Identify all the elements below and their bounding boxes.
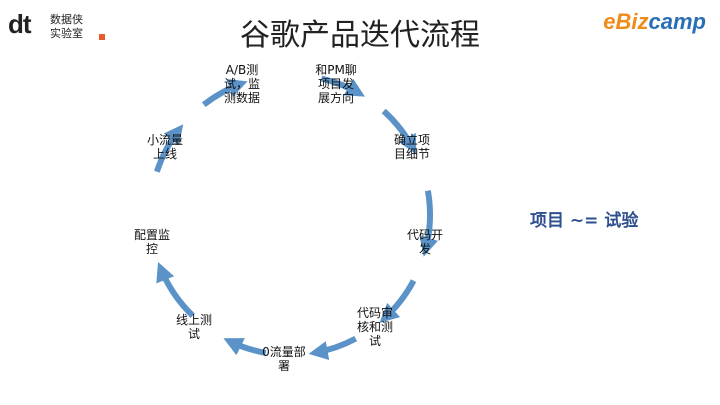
ebizcamp-logo-suffix: camp xyxy=(648,9,706,34)
cycle-arrow-6 xyxy=(223,338,267,356)
dt-logo-line2: 实验室 xyxy=(50,27,83,40)
dt-logo-mark: dt xyxy=(8,9,32,39)
cycle-arrow-8 xyxy=(154,124,184,173)
cycle-arrow-7 xyxy=(156,262,195,318)
step-ab-test: A/B测 试，监 测数据 xyxy=(223,63,260,105)
step-small-traffic-launch: 小流量 上线 xyxy=(146,133,183,161)
step-pm-discussion: 和PM聊 项目发 展方向 xyxy=(315,63,357,105)
dt-logo-line1: 数据侠 xyxy=(50,13,83,26)
step-config-monitoring: 配置监 控 xyxy=(133,228,170,256)
dt-lab-logo: dt 数据侠 实验室 xyxy=(8,10,118,46)
dt-logo-text: 数据侠 实验室 xyxy=(50,13,83,41)
page-title: 谷歌产品迭代流程 xyxy=(240,18,480,53)
cycle-arrow-2 xyxy=(381,108,417,155)
cycle-arrows xyxy=(154,75,438,361)
step-online-test: 线上测 试 xyxy=(175,313,212,341)
cycle-arrow-3 xyxy=(419,190,438,257)
project-equals-experiment-note: 项目 ~= 试验 xyxy=(530,211,639,231)
step-define-details: 确立项 目细节 xyxy=(393,133,430,161)
cycle-arrow-4 xyxy=(379,279,417,323)
cycle-arrow-9 xyxy=(201,78,248,108)
cycle-arrow-5 xyxy=(308,335,358,361)
step-zero-traffic-deploy: 0流量部 署 xyxy=(262,345,306,373)
step-code-review-test: 代码审 核和测 试 xyxy=(356,306,393,348)
dt-logo-dot xyxy=(99,34,105,40)
ebizcamp-logo: eBizcamp xyxy=(603,8,706,38)
step-code-development: 代码开 发 xyxy=(406,228,443,256)
ebizcamp-logo-prefix: eBiz xyxy=(603,9,649,34)
cycle-arrow-1 xyxy=(320,75,365,97)
